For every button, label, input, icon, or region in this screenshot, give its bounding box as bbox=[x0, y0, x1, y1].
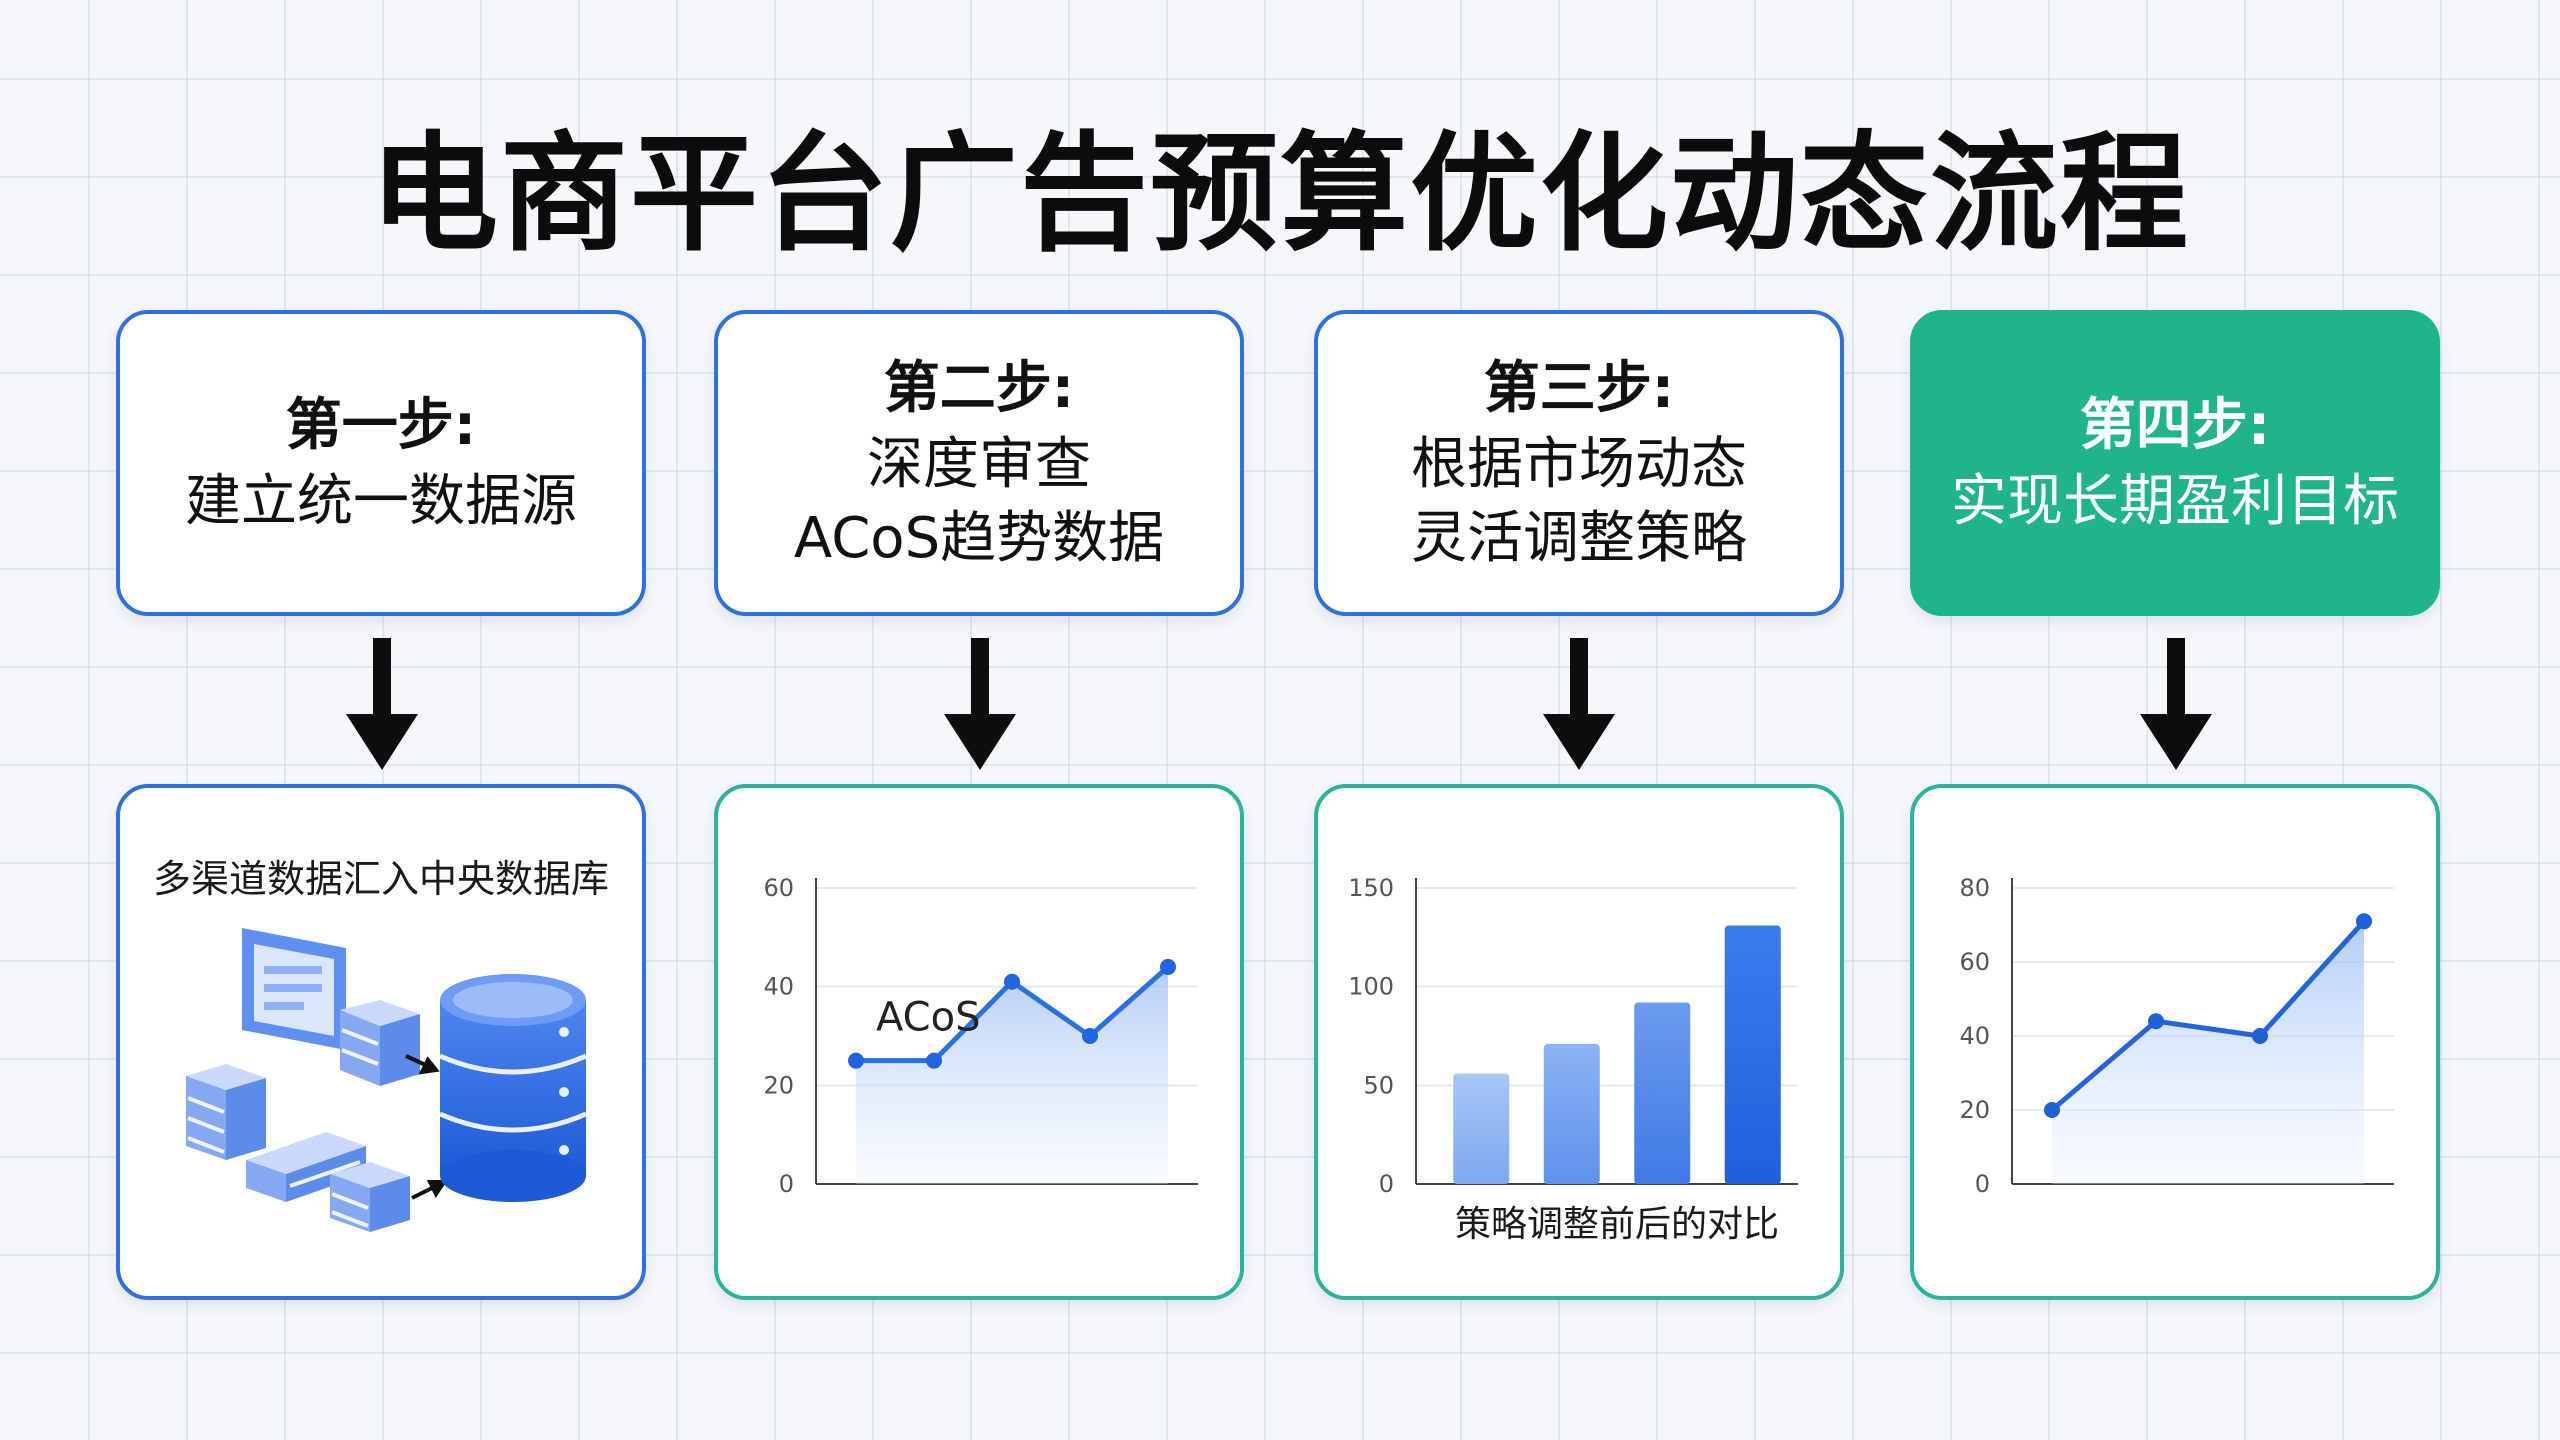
y-tick-label: 60 bbox=[1959, 948, 1990, 976]
step-4-text: 实现长期盈利目标 bbox=[1951, 469, 2399, 534]
down-arrow-icon bbox=[346, 638, 418, 770]
data-point bbox=[1004, 973, 1020, 990]
bar bbox=[1634, 1002, 1691, 1184]
step-2-heading: 第二步: bbox=[883, 356, 1075, 421]
step-2-box: 第二步: 深度审查 ACoS趋势数据 bbox=[714, 310, 1244, 616]
y-tick-label: 0 bbox=[1975, 1170, 1990, 1198]
data-source-caption: 多渠道数据汇入中央数据库 bbox=[152, 857, 609, 901]
step-1-text: 建立统一数据源 bbox=[185, 469, 577, 534]
database-icon bbox=[438, 974, 588, 1202]
y-tick-label: 20 bbox=[763, 1071, 794, 1099]
series-annotation: ACoS bbox=[876, 995, 980, 1041]
profit-growth-chart: 0 20 40 60 80 bbox=[1959, 874, 2394, 1198]
series-area bbox=[2052, 921, 2364, 1184]
step-1-heading: 第一步: bbox=[285, 393, 477, 458]
down-arrow-icon bbox=[2140, 638, 2212, 770]
y-tick-label: 60 bbox=[763, 874, 794, 902]
y-tick-label: 100 bbox=[1348, 973, 1394, 1001]
server-icon bbox=[330, 1162, 410, 1232]
profit-chart-panel: 0 20 40 60 80 bbox=[1910, 784, 2440, 1300]
data-point bbox=[1082, 1028, 1098, 1044]
y-tick-label: 0 bbox=[779, 1170, 794, 1198]
data-point bbox=[2252, 1028, 2268, 1044]
server-icon bbox=[246, 1132, 366, 1202]
step-3-text: 根据市场动态 灵活调整策略 bbox=[1411, 432, 1747, 571]
series-area bbox=[856, 966, 1168, 1184]
data-point bbox=[1160, 958, 1176, 975]
data-point bbox=[2356, 913, 2372, 930]
data-point bbox=[926, 1052, 942, 1069]
step-1-box: 第一步: 建立统一数据源 bbox=[116, 310, 646, 616]
monitor-icon bbox=[242, 928, 346, 1050]
down-arrow-icon bbox=[1543, 638, 1615, 770]
server-icon bbox=[186, 1064, 266, 1160]
page-title: 电商平台广告预算优化动态流程 bbox=[369, 120, 2190, 269]
y-tick-label: 150 bbox=[1348, 874, 1394, 902]
step-4-box: 第四步: 实现长期盈利目标 bbox=[1910, 310, 2440, 616]
database-illustration bbox=[186, 928, 588, 1232]
bar bbox=[1543, 1043, 1600, 1184]
data-point bbox=[2148, 1013, 2164, 1030]
bar bbox=[1453, 1073, 1510, 1184]
server-icon bbox=[340, 1000, 420, 1086]
step-4-heading: 第四步: bbox=[2079, 393, 2271, 458]
y-tick-label: 0 bbox=[1379, 1170, 1394, 1198]
down-arrow-icon bbox=[944, 638, 1016, 770]
y-tick-label: 40 bbox=[1959, 1022, 1990, 1050]
data-source-panel: 多渠道数据汇入中央数据库 bbox=[116, 784, 646, 1300]
y-tick-label: 50 bbox=[1363, 1071, 1394, 1099]
step-3-box: 第三步: 根据市场动态 灵活调整策略 bbox=[1314, 310, 1844, 616]
y-tick-label: 20 bbox=[1959, 1096, 1990, 1124]
step-3-heading: 第三步: bbox=[1483, 356, 1675, 421]
data-point bbox=[848, 1052, 864, 1069]
data-point bbox=[2044, 1102, 2060, 1118]
bar bbox=[1724, 925, 1781, 1184]
y-tick-label: 80 bbox=[1959, 874, 1990, 902]
y-tick-label: 40 bbox=[763, 973, 794, 1001]
step-2-text: 深度审查 ACoS趋势数据 bbox=[793, 432, 1165, 571]
connection-arrow-icon bbox=[405, 1054, 448, 1200]
x-axis-label: 策略调整前后的对比 bbox=[1455, 1204, 1779, 1245]
series-line bbox=[2050, 919, 2366, 1112]
strategy-comparison-chart: 0 50 100 150 策略调整前后的对比 bbox=[1348, 874, 1798, 1245]
strategy-chart-panel: 0 50 100 150 策略调整前后的对比 bbox=[1314, 784, 1844, 1300]
